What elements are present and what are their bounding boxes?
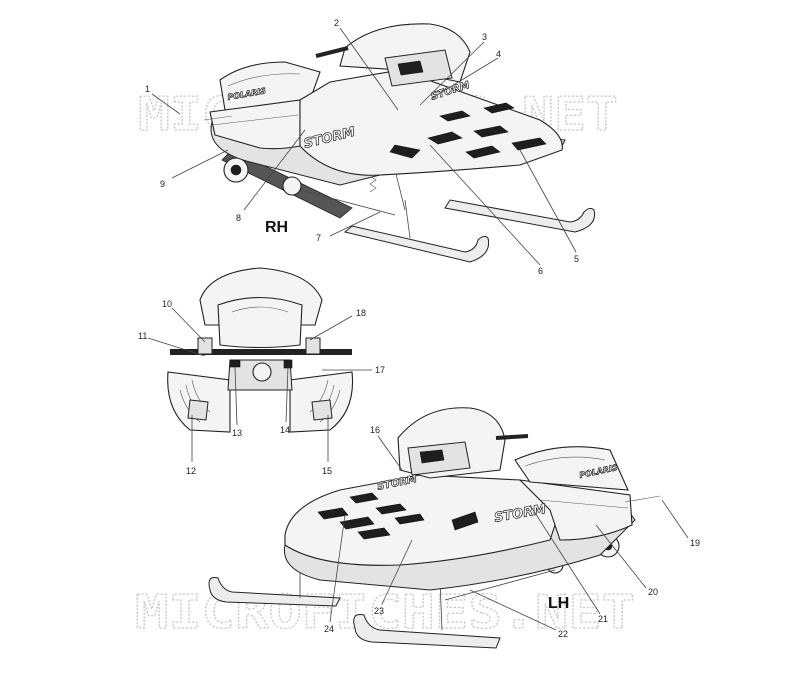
lh-tunnel-panel xyxy=(518,479,633,541)
rh-hood xyxy=(299,69,563,176)
rh-hood-vent-2 xyxy=(473,125,509,138)
callout-20: 20 xyxy=(648,587,658,597)
lh-seat xyxy=(514,446,629,491)
lh-radius-rod xyxy=(444,569,556,601)
callout-14: 14 xyxy=(280,425,290,435)
snowmobile-rh-view: POLARIS STORM STORM xyxy=(203,23,596,263)
lh-seat-seam xyxy=(524,456,606,467)
callout-17: 17 xyxy=(375,365,385,375)
rh-tunnel-stripe xyxy=(211,114,299,126)
callout-22: 22 xyxy=(558,629,568,639)
callout-11: 11 xyxy=(138,331,147,341)
callout-2: 2 xyxy=(334,18,339,28)
leader-2 xyxy=(339,27,399,111)
lh-hood-vent-1 xyxy=(317,507,349,520)
callout-4: 4 xyxy=(496,49,501,59)
rh-ski-spindle-2 xyxy=(394,169,406,211)
callout-1: 1 xyxy=(145,84,150,94)
rh-radius-rod xyxy=(299,189,396,216)
rh-rear-hub xyxy=(230,164,242,176)
rh-mid-wheel xyxy=(282,176,302,196)
leader-16 xyxy=(377,435,403,471)
leader-18 xyxy=(309,315,353,341)
leader-14 xyxy=(285,366,289,423)
rh-rear-bumper xyxy=(203,115,233,121)
view-label-rh: RH xyxy=(265,219,288,236)
leader-10 xyxy=(171,307,206,343)
lh-ski-rear xyxy=(208,577,341,607)
rear-left-grip-control xyxy=(197,337,213,355)
leader-13 xyxy=(234,366,238,426)
rh-side-vent xyxy=(389,144,421,159)
rear-seat-back xyxy=(217,296,303,349)
lh-hood-vent-4 xyxy=(349,492,379,504)
rh-console-gauge xyxy=(397,60,424,76)
callout-7: 7 xyxy=(316,233,321,243)
leader-1 xyxy=(151,93,181,115)
leader-20 xyxy=(595,524,647,589)
callout-24: 24 xyxy=(324,624,334,634)
callout-10: 10 xyxy=(162,299,172,309)
rh-hood-vent-3 xyxy=(465,145,501,159)
leader-6 xyxy=(429,144,541,266)
callout-15: 15 xyxy=(322,466,332,476)
rh-hood-vent-1 xyxy=(427,131,463,145)
lh-hood-vent-5 xyxy=(375,503,407,515)
callout-13: 13 xyxy=(232,428,242,438)
leader-7 xyxy=(329,211,381,237)
rh-hood-vent-5 xyxy=(439,110,471,122)
rh-ski-spindle-1 xyxy=(404,199,411,239)
leader-lines xyxy=(147,27,689,631)
rear-decal-12 xyxy=(187,399,209,421)
callout-8: 8 xyxy=(236,213,241,223)
callout-3: 3 xyxy=(482,32,487,42)
view-label-lh: LH xyxy=(548,595,569,612)
callout-5: 5 xyxy=(574,254,579,264)
leader-8 xyxy=(243,129,306,211)
lh-handlebar xyxy=(495,434,529,440)
leader-4 xyxy=(431,57,499,99)
lh-ski-front xyxy=(353,614,501,649)
leader-19 xyxy=(661,499,689,539)
lh-tunnel-stripe xyxy=(539,499,629,509)
snowmobile-rear-view xyxy=(167,267,354,433)
rh-hood-vent-6 xyxy=(483,102,515,114)
callout-19: 19 xyxy=(690,538,700,548)
leader-23 xyxy=(381,539,413,605)
rh-handlebar xyxy=(315,46,349,58)
callout-12: 12 xyxy=(186,466,196,476)
lh-side-vent xyxy=(451,511,479,531)
callout-21: 21 xyxy=(598,614,608,624)
lh-hood-vent-6 xyxy=(394,513,425,525)
leader-9 xyxy=(171,149,229,179)
callout-9: 9 xyxy=(160,179,165,189)
rear-decal-15 xyxy=(311,399,333,421)
callout-6: 6 xyxy=(538,266,543,276)
leader-22 xyxy=(469,589,557,631)
rear-decal-13 xyxy=(229,359,241,368)
lh-hood-vent-3 xyxy=(357,527,391,540)
rear-decal-14 xyxy=(283,359,293,369)
leader-21 xyxy=(529,504,601,615)
callout-16: 16 xyxy=(370,425,380,435)
lh-console-gauge xyxy=(419,449,445,464)
leader-3 xyxy=(419,41,485,106)
callout-23: 23 xyxy=(374,606,384,616)
rear-taillight xyxy=(252,362,272,382)
snowmobile-lh-view: POLARIS STORM STORM xyxy=(208,407,661,649)
rear-seat-seam xyxy=(231,306,289,313)
callout-numbers: 1 2 3 4 5 6 7 8 9 10 11 12 13 14 15 16 1… xyxy=(138,18,700,639)
rh-hood-vent-4 xyxy=(511,137,547,151)
rh-ski-rear xyxy=(444,199,596,233)
lh-hood-vent-2 xyxy=(339,516,375,530)
leader-5 xyxy=(519,149,577,253)
callout-18: 18 xyxy=(356,308,366,318)
lh-rear-bumper xyxy=(624,495,661,503)
rear-right-grip-control xyxy=(305,337,321,355)
leader-11 xyxy=(147,337,206,357)
leader-24 xyxy=(329,514,346,623)
rh-seat-seam xyxy=(227,73,301,87)
rh-ski-front xyxy=(343,225,490,263)
